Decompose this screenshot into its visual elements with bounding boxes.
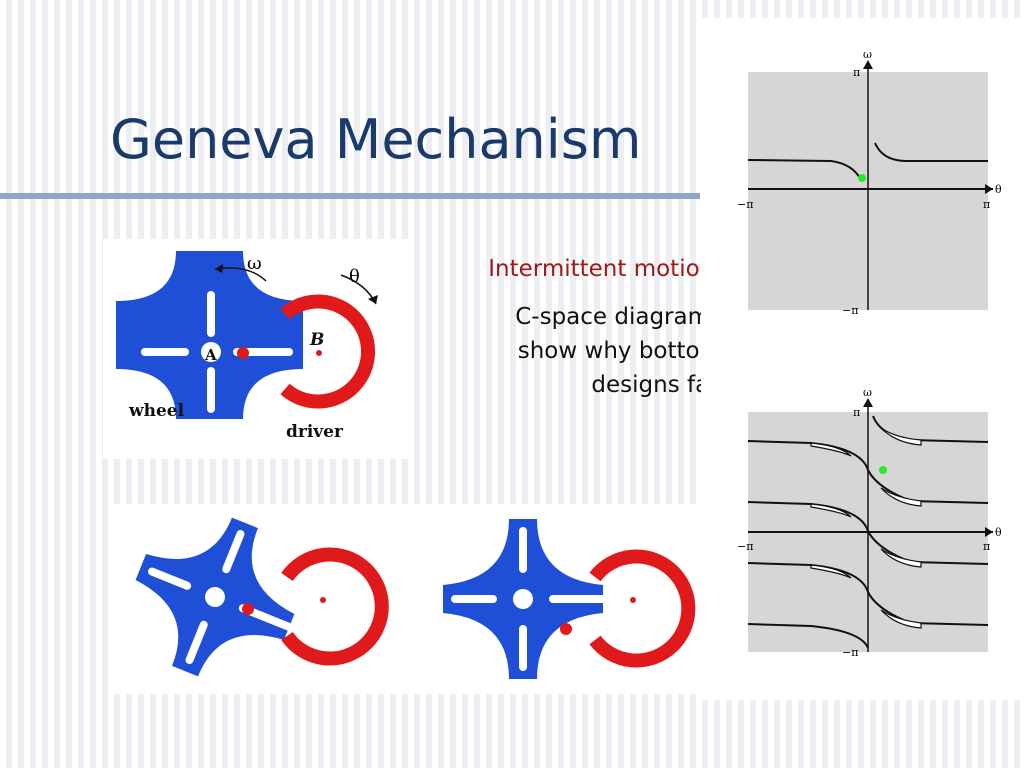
obstacle-region xyxy=(880,487,922,507)
pi-label: π xyxy=(853,66,860,79)
label-B: B xyxy=(309,330,324,350)
obstacle-region xyxy=(880,427,922,446)
driver-crank xyxy=(589,549,696,668)
labeled-mechanism-panel: ω θ A B wheel driver xyxy=(103,239,410,459)
cspace-plot-bottom: ω π θ −π π −π xyxy=(737,386,1002,659)
failing-designs-diagram xyxy=(135,517,696,679)
caption-text: C-space diagrams show why bottom designs… xyxy=(410,300,722,402)
geneva-wheel xyxy=(116,251,303,419)
theta-axis-arrowhead xyxy=(985,184,993,194)
state-marker xyxy=(858,174,866,182)
pi-label: π xyxy=(983,198,990,211)
theta-axis-arrowhead xyxy=(985,527,993,537)
pi-label: π xyxy=(853,406,860,419)
driver-axis xyxy=(630,597,636,603)
wheel-hub xyxy=(513,589,533,609)
velocity-curve-right xyxy=(874,142,988,162)
label-wheel: wheel xyxy=(128,401,185,421)
slide-text: Intermittent motion: C-space diagrams sh… xyxy=(410,256,722,402)
obstacle-region xyxy=(880,609,922,629)
theta-arrowhead xyxy=(368,295,378,304)
wheel-slot xyxy=(222,529,245,574)
wheel-slot-bottom xyxy=(207,367,215,413)
labeled-mechanism-diagram: ω θ A B wheel driver xyxy=(116,251,378,442)
wheel-slot-left xyxy=(141,348,189,356)
omega-axis-arrowhead xyxy=(863,398,873,407)
caption-line: C-space diagrams xyxy=(515,304,722,330)
wheel-slot xyxy=(519,527,527,573)
pi-label: π xyxy=(983,540,990,553)
caption-line: designs fail xyxy=(591,372,722,398)
label-omega: ω xyxy=(247,253,262,274)
theta-label: θ xyxy=(995,183,1002,196)
omega-axis-arrowhead xyxy=(863,60,873,69)
slide-title: Geneva Mechanism xyxy=(110,108,642,171)
cspace-plots: ω π θ −π π −π xyxy=(737,48,1002,659)
omega-label: ω xyxy=(863,386,872,399)
neg-pi-label: −π xyxy=(842,304,858,317)
omega-arrowhead xyxy=(215,264,223,273)
neg-pi-label: −π xyxy=(737,198,753,211)
driver-pin xyxy=(237,347,249,359)
theta-label: θ xyxy=(995,526,1002,539)
omega-label: ω xyxy=(863,48,872,61)
driver-pin xyxy=(242,603,254,615)
driver-crank xyxy=(280,294,375,409)
cspace-plot-top: ω π θ −π π −π xyxy=(737,48,1002,317)
straight-wheel xyxy=(443,519,613,679)
wheel-slot xyxy=(147,567,192,590)
neg-pi-label: −π xyxy=(737,540,753,553)
obstacle-region xyxy=(880,548,922,568)
wheel-hub xyxy=(201,342,221,362)
title-underline xyxy=(0,193,700,199)
rotated-wheel xyxy=(135,517,296,677)
obstacle-region xyxy=(810,442,852,457)
wheel-hub xyxy=(205,587,225,607)
label-theta: θ xyxy=(349,266,360,287)
intermittent-motion-heading: Intermittent motion: xyxy=(488,256,722,282)
obstacle-region xyxy=(810,564,852,579)
driver-axis xyxy=(320,597,326,603)
wheel-slot xyxy=(519,625,527,671)
neg-pi-label: −π xyxy=(842,646,858,659)
cspace-panel: ω π θ −π π −π xyxy=(701,18,1024,700)
wheel-slot-top xyxy=(207,291,215,337)
velocity-curve xyxy=(747,623,869,649)
obstacle-region xyxy=(810,503,852,518)
driver-crank xyxy=(281,547,389,666)
wheel-slot xyxy=(451,595,497,603)
wheel-slot xyxy=(185,620,208,665)
driver-axis xyxy=(316,350,322,356)
state-marker xyxy=(879,466,887,474)
label-A: A xyxy=(204,346,217,364)
wheel-slot xyxy=(549,595,613,603)
obstacle-regions xyxy=(810,427,922,629)
failing-designs-panel xyxy=(111,504,701,694)
driver-pin xyxy=(560,623,572,635)
caption-line: show why bottom xyxy=(517,338,722,364)
label-driver: driver xyxy=(286,422,344,442)
